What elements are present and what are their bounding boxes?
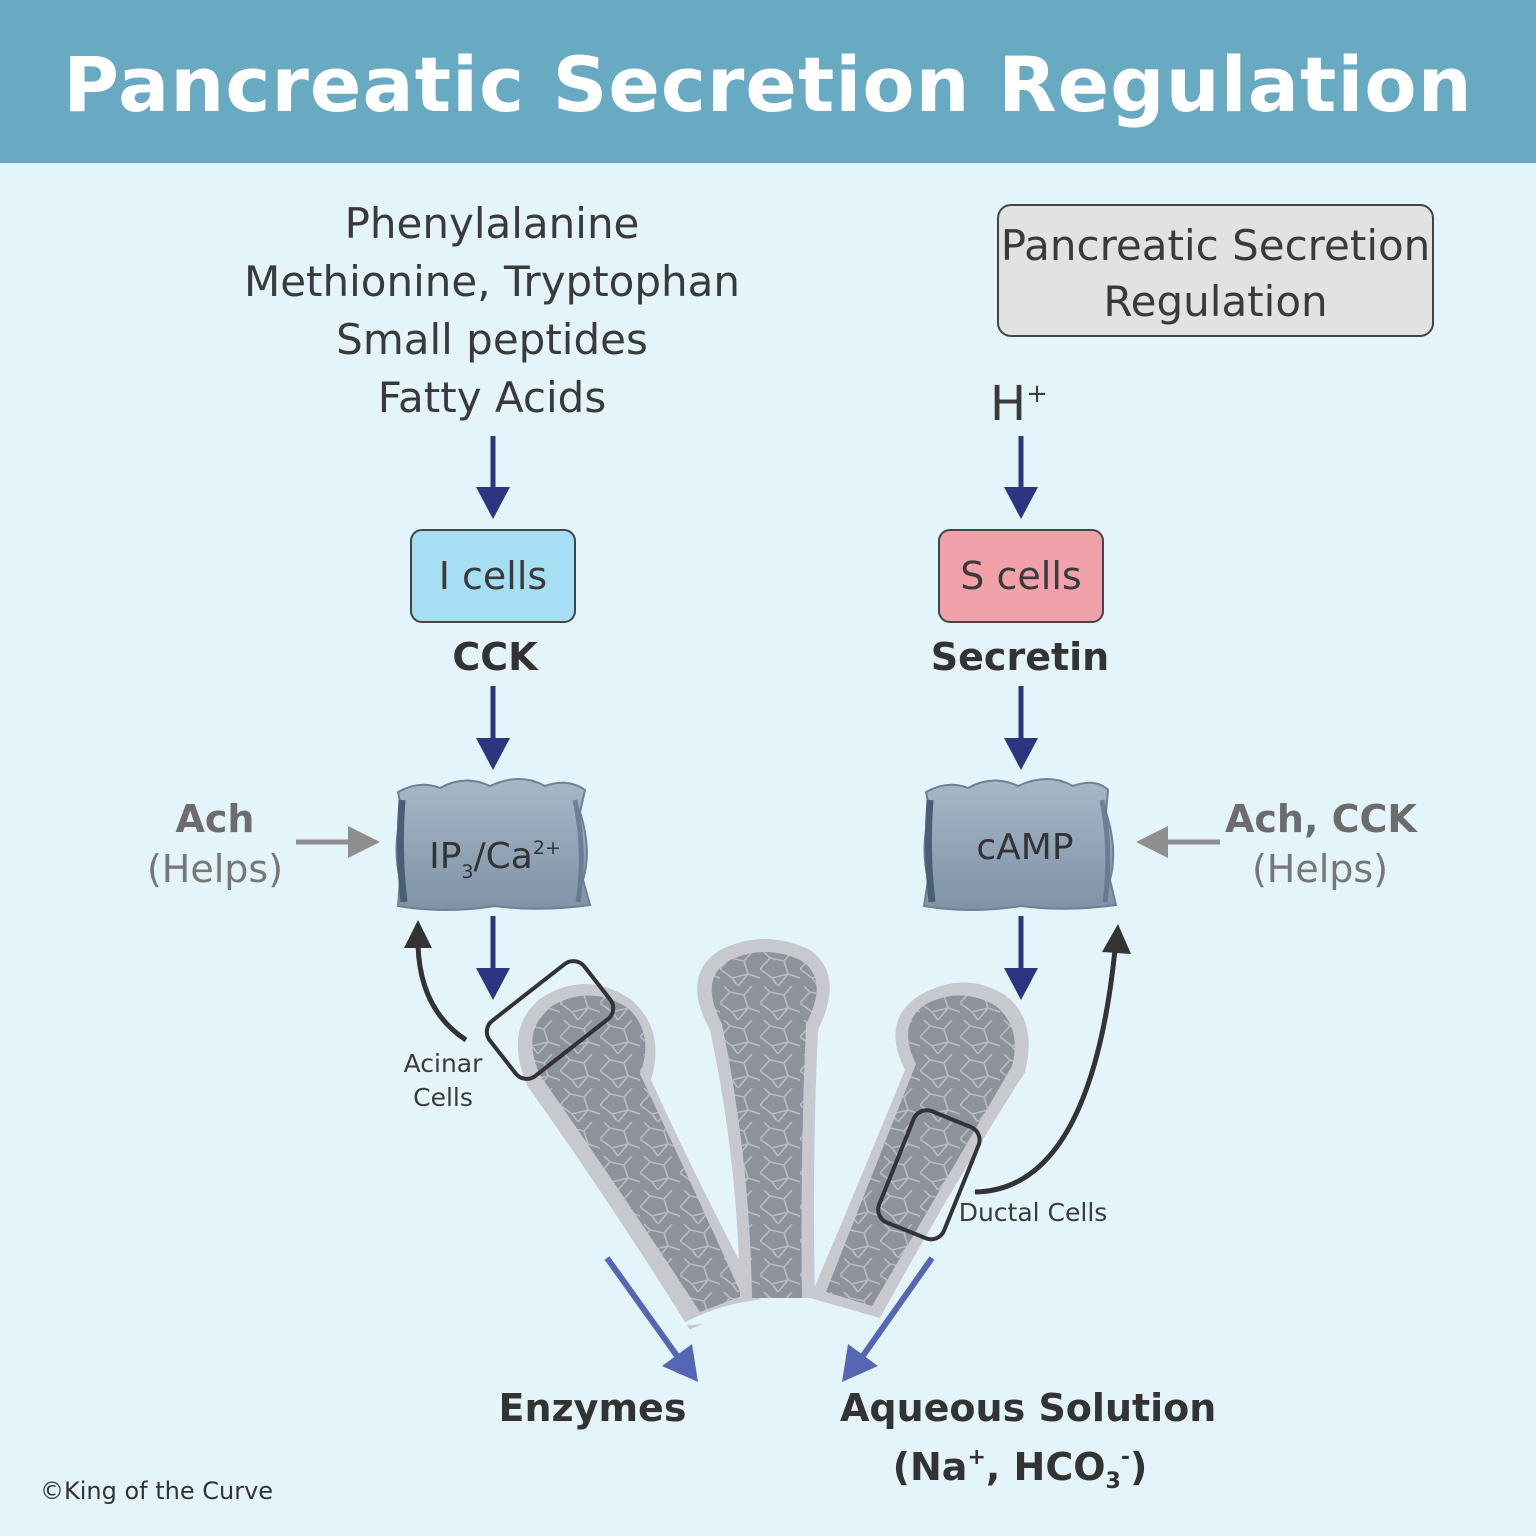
arrow-ductal-feedback <box>974 949 1118 1195</box>
acinar-label-line-2: Cells <box>413 1083 473 1112</box>
diagram-title-line-2: Regulation <box>1103 277 1328 326</box>
arrow-to-aqueous <box>857 1256 935 1362</box>
ductal-cells-label: Ductal Cells <box>958 1198 1108 1227</box>
ca-text: /Ca <box>473 836 533 877</box>
hydrogen-symbol: H <box>990 376 1027 432</box>
ip3-subscript: 3 <box>461 861 474 883</box>
acinus-center <box>697 939 830 1298</box>
hydrogen-ion-stimulus: H+ <box>990 366 1048 432</box>
copyright-notice: ©King of the Curve <box>40 1477 274 1505</box>
arrow-acinar-feedback <box>415 944 468 1043</box>
helper-label-left: Ach (Helps) <box>130 794 300 894</box>
camp-label: cAMP <box>976 827 1074 868</box>
output-enzymes: Enzymes <box>498 1386 687 1430</box>
ip3-ca-label: IP3/Ca2+ <box>405 826 585 894</box>
stimulus-item: Phenylalanine <box>344 199 640 248</box>
hormone-secretin: Secretin <box>930 635 1110 679</box>
aqueous-title: Aqueous Solution <box>840 1386 1217 1430</box>
pathway-arrows <box>476 436 1038 1000</box>
diagram-title-box: Pancreatic Secretion Regulation <box>997 204 1434 337</box>
feedback-arrows <box>404 920 1131 1195</box>
acinus-right <box>810 982 1029 1318</box>
acinus-left <box>517 984 762 1330</box>
i-cells-box: I cells <box>410 529 576 623</box>
lumen-arc <box>680 1298 880 1325</box>
na-charge: + <box>967 1445 986 1470</box>
page-title: Pancreatic Secretion Regulation <box>63 40 1473 129</box>
s-cells-box: S cells <box>938 529 1104 623</box>
ip3-text: IP <box>429 836 462 877</box>
stimulus-item: Methionine, Tryptophan <box>243 257 741 306</box>
arrow-to-enzymes <box>604 1256 683 1362</box>
close-paren: ) <box>1130 1445 1148 1489</box>
hco3-subscript: 3 <box>1105 1469 1121 1494</box>
acinar-highlight-box <box>484 959 616 1081</box>
camp-block <box>922 778 1118 911</box>
header-bar: Pancreatic Secretion Regulation <box>0 0 1536 163</box>
helper-note-right: (Helps) <box>1251 847 1389 891</box>
diagram-title-line-1: Pancreatic Secretion <box>1000 221 1431 270</box>
output-arrows <box>604 1256 935 1382</box>
hco-text: , HCO <box>985 1445 1106 1489</box>
helper-name-left: Ach <box>175 797 255 841</box>
acinar-label-line-1: Acinar <box>403 1049 483 1078</box>
ca-charge: 2+ <box>532 837 561 859</box>
stimuli-list-left: Phenylalanine Methionine, Tryptophan Sma… <box>192 195 792 427</box>
ip3-ca-block <box>395 778 592 911</box>
helper-label-right: Ach, CCK (Helps) <box>1225 794 1417 894</box>
na-text: (Na <box>892 1445 968 1489</box>
stimulus-item: Small peptides <box>336 315 648 364</box>
hydrogen-charge: + <box>1026 379 1048 409</box>
helper-arrows <box>296 826 1220 858</box>
output-aqueous-solution: Aqueous Solution (Na+, HCO3-) <box>840 1383 1217 1507</box>
diagram-title-text: Pancreatic Secretion Regulation <box>999 218 1432 330</box>
stimulus-item: Fatty Acids <box>377 373 607 422</box>
acinar-cells-label: Acinar Cells <box>383 1047 503 1115</box>
ductal-highlight-box <box>876 1108 982 1242</box>
helper-note-left: (Helps) <box>146 847 284 891</box>
hormone-cck: CCK <box>452 635 538 679</box>
hco3-charge: - <box>1120 1445 1130 1470</box>
aqueous-ions: (Na+, HCO3-) <box>840 1433 1200 1507</box>
helper-name-right: Ach, CCK <box>1225 797 1417 841</box>
